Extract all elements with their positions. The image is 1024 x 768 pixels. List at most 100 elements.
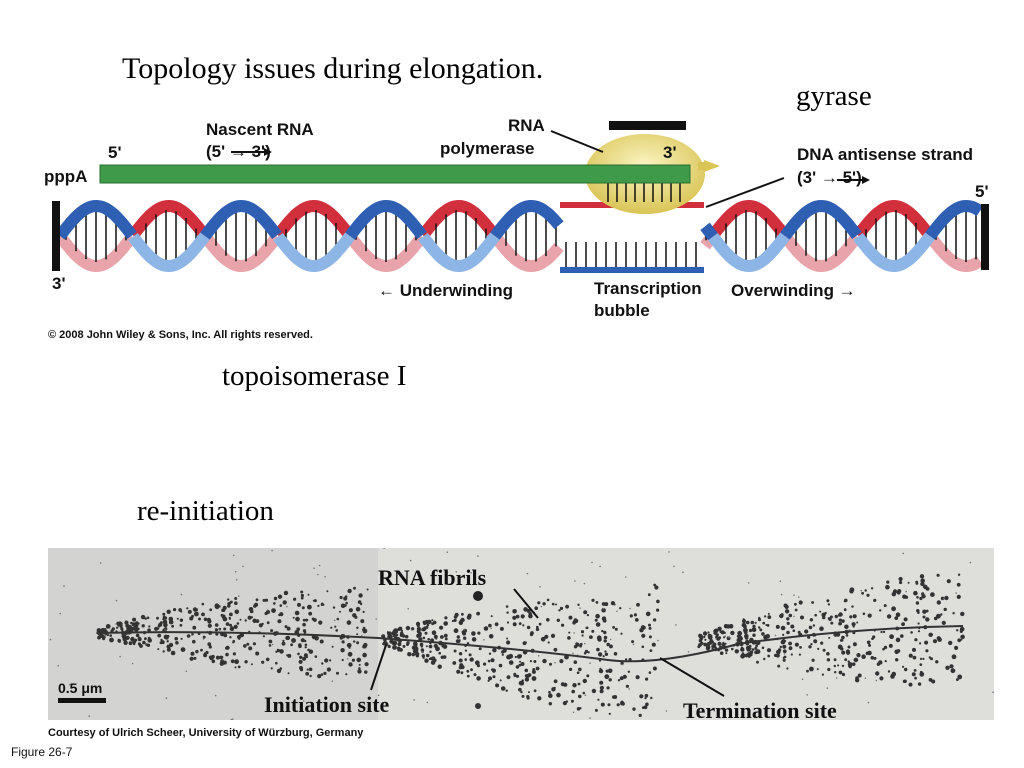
fibril-granule <box>817 647 820 650</box>
fibril-granule <box>605 669 609 673</box>
rna-5prime: 5' <box>108 143 122 162</box>
rna-3prime: 3' <box>663 143 677 162</box>
fibril-granule <box>603 635 608 640</box>
fibril-granule <box>298 644 302 649</box>
fibril-granule <box>427 638 431 641</box>
fibril-granule <box>598 668 604 674</box>
fibril-granule <box>469 657 474 662</box>
fibril-granule <box>401 634 406 638</box>
fibril-granule <box>366 588 369 591</box>
fibril-granule <box>603 630 607 635</box>
background-speck <box>711 643 714 645</box>
fibril-granule <box>490 658 495 663</box>
fibril-granule <box>506 611 509 614</box>
fibril-granule <box>433 658 437 663</box>
fibril-granule <box>645 611 651 617</box>
fibril-granule <box>362 644 366 649</box>
fibril-granule <box>908 682 913 687</box>
fibril-granule <box>166 609 171 614</box>
fibril-granule <box>763 657 766 661</box>
fibril-granule <box>214 628 218 632</box>
fibril-granule <box>880 630 883 634</box>
fibril-granule <box>742 619 746 624</box>
fibril-granule <box>633 613 638 617</box>
fibril-granule <box>135 633 140 638</box>
fibril-granule <box>389 639 394 644</box>
fibril-granule <box>186 607 189 610</box>
fibril-granule <box>568 631 571 634</box>
fibril-granule <box>826 652 830 656</box>
background-speck <box>100 562 102 564</box>
fibril-granule <box>426 623 430 627</box>
fibril-granule <box>758 616 761 619</box>
background-speck <box>49 638 52 641</box>
fibril-granule <box>524 641 527 644</box>
fibril-granule <box>645 702 649 707</box>
fibril-granule <box>846 650 851 655</box>
fibril-granule <box>180 637 183 640</box>
strand-b-segment <box>490 199 564 240</box>
fibril-granule <box>612 626 615 629</box>
fibril-granule <box>594 618 598 622</box>
fibril-granule <box>902 665 905 668</box>
fibril-granule <box>248 646 253 651</box>
fibril-granule <box>833 664 836 668</box>
fibril-granule <box>290 643 293 647</box>
fibril-granule <box>624 658 628 661</box>
strand-a-segment <box>490 232 564 273</box>
fibril-granule <box>214 603 220 609</box>
background-speck <box>628 688 630 690</box>
fibril-granule <box>930 592 935 597</box>
fibril-granule <box>894 616 899 620</box>
fibril-granule <box>459 619 464 624</box>
fibril-granule <box>542 602 546 606</box>
fibril-granule <box>919 670 923 674</box>
fibril-granule <box>919 657 923 660</box>
fibril-granule <box>570 699 574 703</box>
fibril-granule <box>597 652 603 657</box>
fibril-granule <box>746 648 750 652</box>
fibril-granule <box>442 655 447 659</box>
fibril-granule <box>488 634 494 639</box>
fibril-granule <box>822 615 826 620</box>
fibril-granule <box>341 640 345 644</box>
fibril-granule <box>762 621 766 625</box>
strand-b-segment <box>128 232 210 273</box>
fibril-granule <box>794 602 797 606</box>
strand-b-segment <box>708 232 790 273</box>
fibril-granule <box>279 649 284 654</box>
right-end-cap <box>981 204 989 270</box>
fibril-granule <box>798 653 802 656</box>
fibril-granule <box>776 649 781 655</box>
fibril-granule <box>591 688 597 694</box>
fibril-granule <box>125 623 130 628</box>
fibril-granule <box>634 618 639 622</box>
fibril-granule <box>422 620 426 624</box>
fibril-granule <box>131 626 135 630</box>
fibril-granule <box>726 624 731 629</box>
background-speck <box>63 585 65 587</box>
fibril-granule <box>305 655 308 659</box>
fibril-granule <box>348 608 353 613</box>
fibril-granule <box>415 648 418 652</box>
fibril-granule <box>699 634 703 639</box>
fibril-granule <box>308 667 313 672</box>
background-speck <box>687 651 690 653</box>
fibril-granule <box>478 647 482 651</box>
fibril-granule <box>317 674 322 679</box>
fibril-granule <box>230 627 234 631</box>
fibril-granule <box>464 658 468 661</box>
fibril-granule <box>579 644 582 648</box>
fibril-granule <box>348 646 351 649</box>
fibril-granule <box>782 649 787 654</box>
pppA-label: pppA <box>44 167 87 186</box>
background-speck <box>271 643 274 646</box>
fibril-granule <box>715 635 718 639</box>
fibril-granule <box>936 573 940 577</box>
fibril-granule <box>599 685 605 690</box>
background-speck <box>526 572 529 575</box>
fibril-granule <box>617 679 621 682</box>
background-speck <box>324 575 326 578</box>
strand-b-segment <box>780 199 862 240</box>
fibril-granule <box>723 636 726 639</box>
